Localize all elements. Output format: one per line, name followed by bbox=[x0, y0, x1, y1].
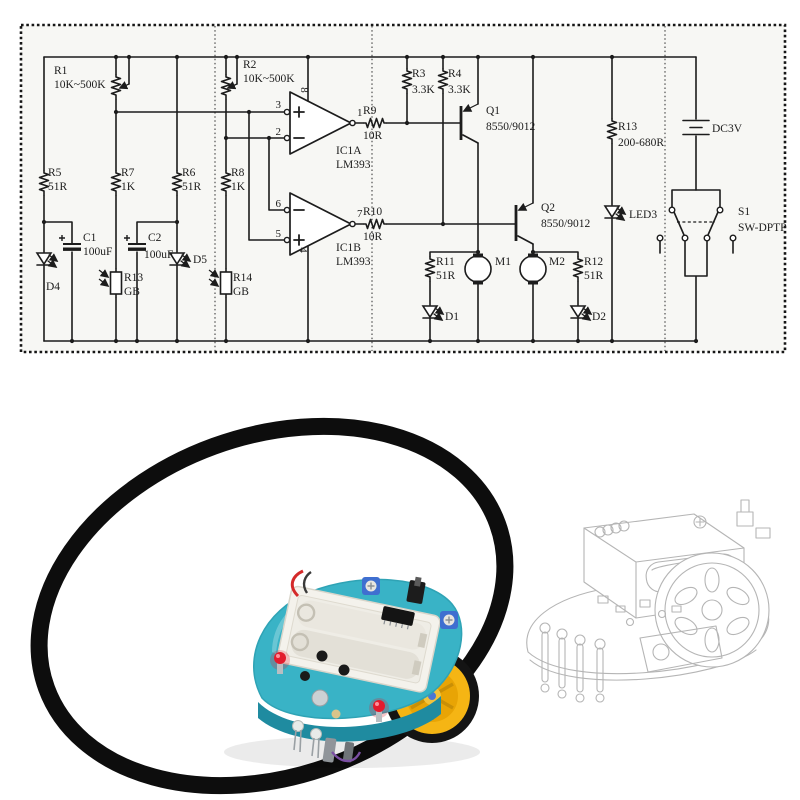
label-q1-value: 8550/9012 bbox=[486, 121, 535, 133]
pin-1: 1 bbox=[357, 107, 363, 119]
label-r4: R4 bbox=[448, 68, 462, 80]
pcb-side bbox=[258, 696, 441, 742]
label-q1: Q1 bbox=[486, 105, 500, 117]
label-r8: R8 bbox=[231, 167, 245, 179]
sketch-front-parts bbox=[539, 622, 606, 703]
label-r10: R10 bbox=[363, 206, 382, 218]
label-r12: R12 bbox=[584, 256, 603, 268]
label-r8-value: 1K bbox=[231, 181, 246, 193]
robot-line-drawing bbox=[526, 499, 771, 703]
label-r13-photo: R13 bbox=[124, 272, 143, 284]
label-r11: R11 bbox=[436, 256, 455, 268]
label-d1: D1 bbox=[445, 311, 459, 323]
label-s1: S1 bbox=[738, 206, 750, 218]
spring-coil bbox=[594, 520, 630, 538]
robot-car-photo bbox=[224, 569, 480, 768]
label-d2: D2 bbox=[592, 311, 606, 323]
pin-3: 3 bbox=[276, 99, 282, 111]
label-r7: R7 bbox=[121, 167, 135, 179]
power-switch-part bbox=[406, 576, 426, 604]
label-ic1a-value: LM393 bbox=[336, 159, 371, 171]
sketch-components bbox=[597, 499, 771, 627]
opamp-ic1b-icon bbox=[289, 192, 352, 256]
red-wire bbox=[290, 569, 304, 598]
battery-icon bbox=[682, 119, 710, 136]
sketch-wheel bbox=[654, 552, 770, 668]
label-r2: R2 bbox=[243, 59, 257, 71]
red-led-right bbox=[369, 698, 389, 722]
switch-s1-icon bbox=[656, 189, 737, 342]
label-m2: M2 bbox=[549, 256, 565, 268]
motor-m2-icon bbox=[518, 253, 548, 285]
label-r14-photo: R14 bbox=[233, 272, 252, 284]
trimpot-left bbox=[362, 577, 380, 595]
label-r1-value: 10K~500K bbox=[54, 79, 106, 91]
motor-driver-block bbox=[401, 56, 592, 342]
label-c2-value: 100uF bbox=[144, 249, 173, 261]
label-m1: M1 bbox=[495, 256, 511, 268]
pin-4: 4 bbox=[297, 247, 309, 253]
label-r5: R5 bbox=[48, 167, 62, 179]
label-r3-value: 3.3K bbox=[412, 84, 435, 96]
label-r13-photo-value: GB bbox=[124, 286, 140, 298]
product-photo bbox=[30, 417, 771, 795]
line-track bbox=[30, 417, 514, 795]
small-cap bbox=[331, 709, 341, 719]
label-r1: R1 bbox=[54, 65, 68, 77]
circuit-schematic: R1 10K~500K R2 10K~500K R5 51R R7 1K R6 … bbox=[19, 23, 787, 354]
pin-7: 7 bbox=[357, 208, 363, 220]
pin-8: 8 bbox=[298, 87, 310, 93]
label-r10-value: 10R bbox=[363, 231, 383, 243]
label-r5-value: 51R bbox=[48, 181, 68, 193]
label-s1-value: SW-DPTP bbox=[738, 222, 787, 234]
label-r3: R3 bbox=[412, 68, 426, 80]
electrolytic-cap bbox=[311, 689, 329, 707]
front-sensors bbox=[292, 720, 362, 763]
label-q2-value: 8550/9012 bbox=[541, 218, 590, 230]
label-c1-value: 100uF bbox=[83, 246, 112, 258]
opamp-ic1a-icon bbox=[289, 91, 352, 155]
label-r6: R6 bbox=[182, 167, 196, 179]
label-c1: C1 bbox=[83, 232, 97, 244]
motor-m1-icon bbox=[463, 253, 493, 285]
red-led-left bbox=[270, 650, 290, 674]
schematic-labels: R1 10K~500K R2 10K~500K R5 51R R7 1K R6 … bbox=[46, 59, 787, 323]
ic-chip bbox=[381, 606, 415, 630]
label-ic1b: IC1B bbox=[336, 242, 361, 254]
label-r13-limit-value: 200-680R bbox=[618, 137, 664, 149]
label-r6-value: 51R bbox=[182, 181, 202, 193]
label-r4-value: 3.3K bbox=[448, 84, 471, 96]
label-ic1a: IC1A bbox=[336, 145, 362, 157]
transistors bbox=[300, 650, 350, 681]
label-r9-value: 10R bbox=[363, 130, 383, 142]
right-sensor-block bbox=[209, 56, 285, 342]
comparator-block bbox=[283, 56, 517, 342]
pcb-highlight bbox=[272, 592, 320, 654]
trimpot-right bbox=[440, 611, 458, 629]
label-d5: D5 bbox=[193, 254, 207, 266]
label-r14-photo-value: GB bbox=[233, 286, 249, 298]
label-battery: DC3V bbox=[712, 123, 743, 135]
label-q2: Q2 bbox=[541, 202, 555, 214]
label-r11-value: 51R bbox=[436, 270, 456, 282]
pin-6: 6 bbox=[276, 198, 282, 210]
label-r7-value: 1K bbox=[121, 181, 136, 193]
label-c2: C2 bbox=[148, 232, 162, 244]
label-r9: R9 bbox=[363, 105, 377, 117]
label-d4: D4 bbox=[46, 281, 60, 293]
label-led3: LED3 bbox=[629, 209, 657, 221]
label-r2-value: 10K~500K bbox=[243, 73, 295, 85]
label-r12-value: 51R bbox=[584, 270, 604, 282]
label-r13-limit: R13 bbox=[618, 121, 637, 133]
indicator-power-block bbox=[605, 56, 737, 342]
pin-2: 2 bbox=[276, 126, 282, 138]
label-ic1b-value: LM393 bbox=[336, 256, 371, 268]
black-wire bbox=[302, 571, 312, 594]
pin-5: 5 bbox=[276, 228, 282, 240]
power-rails bbox=[43, 56, 697, 342]
schematic-border bbox=[19, 23, 787, 354]
